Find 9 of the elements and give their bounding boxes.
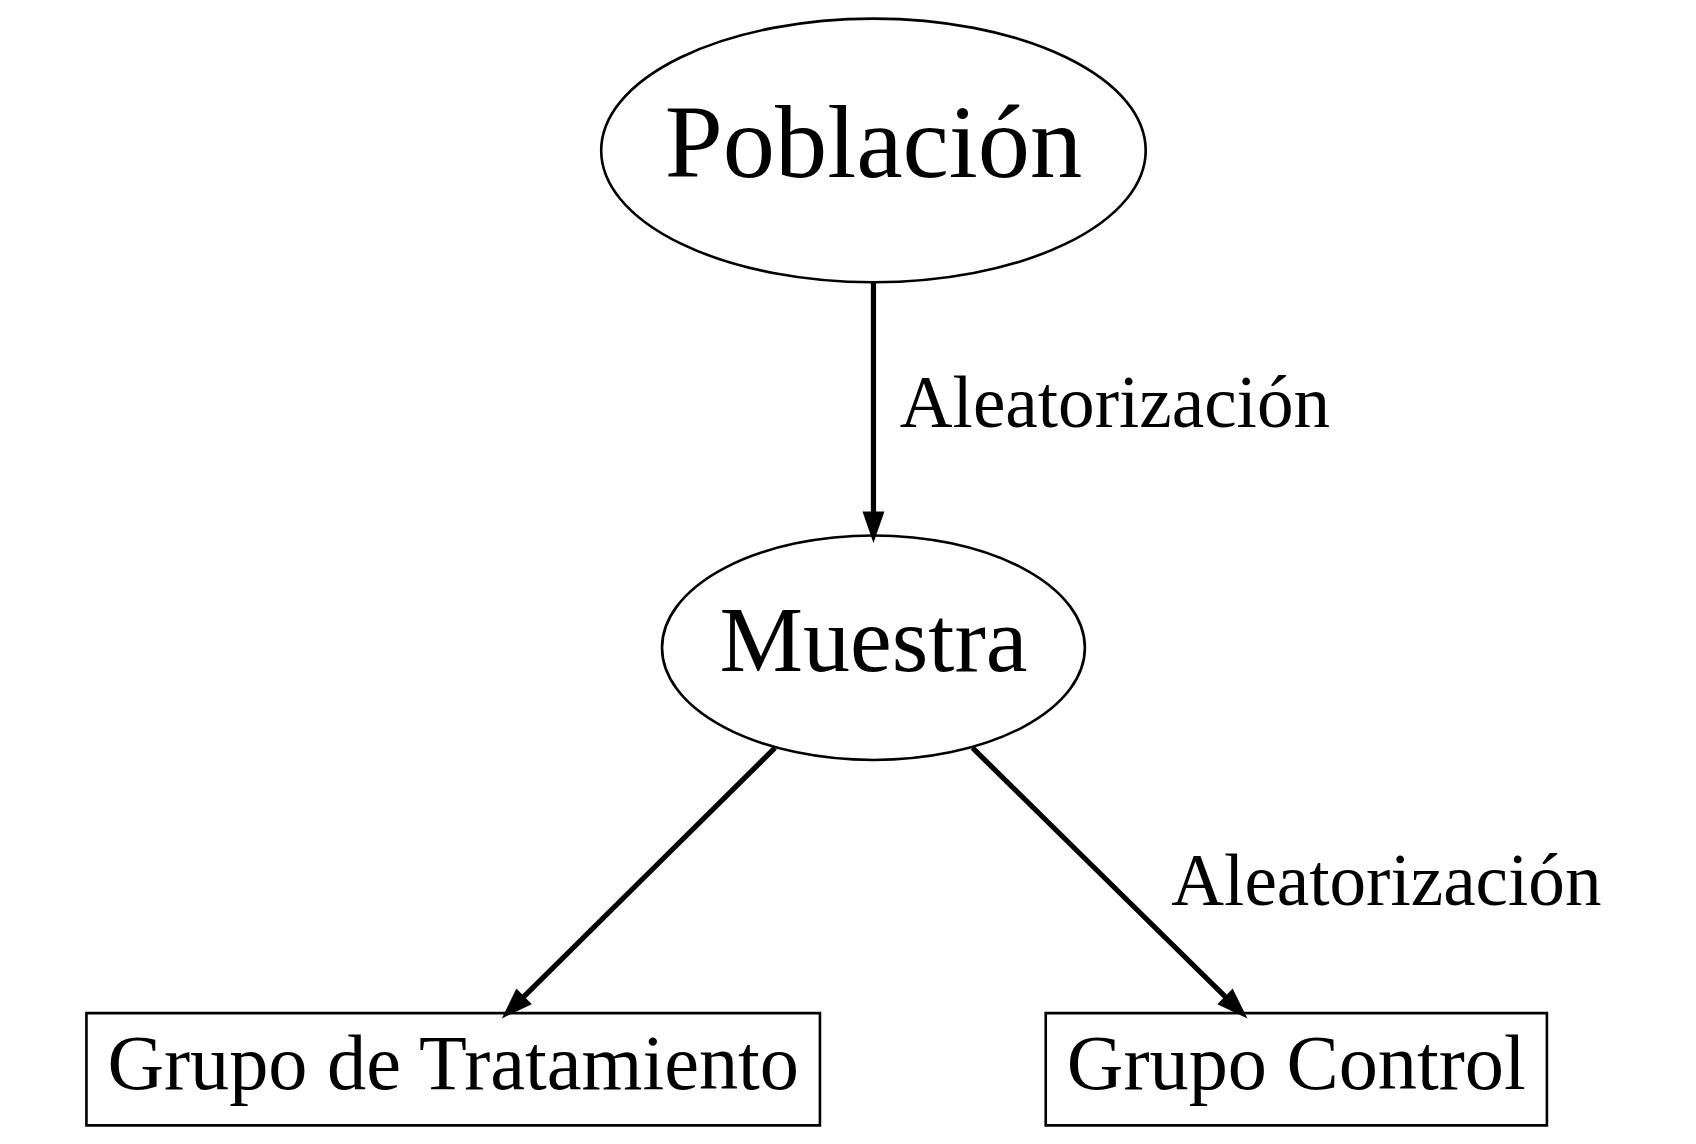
arrow (970, 746, 1248, 1019)
edge-label: Aleatorización (1171, 839, 1602, 921)
node-ellipse: Población (599, 17, 1147, 284)
node-box: Grupo Control (1044, 1011, 1549, 1127)
node-box: Grupo de Tratamiento (85, 1011, 822, 1127)
edge-label: Aleatorización (899, 361, 1330, 443)
node-ellipse: Muestra (660, 534, 1087, 762)
arrow (501, 746, 777, 1019)
arrow (862, 282, 885, 543)
